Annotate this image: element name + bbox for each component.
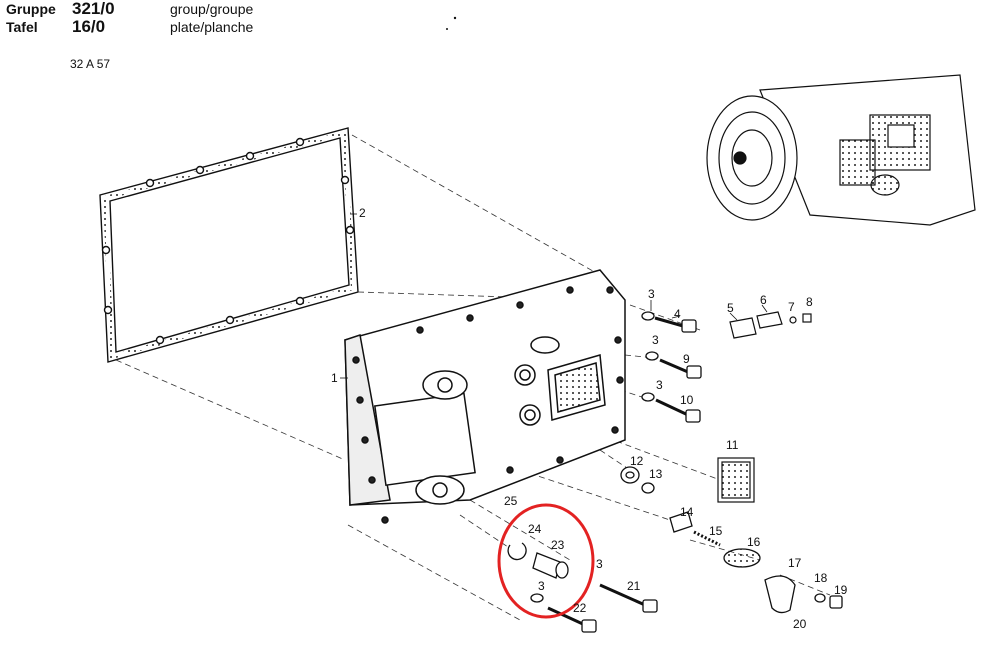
drawing-code: 32 A 57	[70, 57, 111, 71]
leader-lines	[340, 213, 768, 379]
bolt-10	[641, 392, 701, 423]
callout-11: 11	[726, 438, 739, 452]
bolt-9	[645, 351, 702, 379]
plug-parts-12-13	[620, 466, 655, 494]
callout-4: 4	[674, 307, 681, 321]
callout-3: 3	[648, 287, 655, 301]
group-value: 321/0	[72, 0, 115, 18]
callout-2: 2	[359, 206, 366, 220]
callout-19: 19	[834, 583, 848, 597]
callout-14: 14	[680, 505, 694, 519]
bolt-22	[547, 606, 597, 633]
stray-dot	[453, 16, 457, 20]
plate-row: Tafel 16/0 plate/planche	[6, 18, 253, 36]
gasket-part	[99, 127, 359, 363]
housing-part	[344, 269, 626, 524]
callout-5: 5	[727, 301, 734, 315]
stray-dot	[446, 28, 448, 30]
transmission-illustration	[706, 74, 976, 226]
bolt-4	[641, 311, 697, 333]
callout-9: 9	[683, 352, 690, 366]
callout-7: 7	[788, 300, 795, 314]
callout-10: 10	[680, 393, 694, 407]
callout-20: 20	[793, 617, 807, 631]
callout-12: 12	[630, 454, 644, 468]
callout-8: 8	[806, 295, 813, 309]
callout-3: 3	[656, 378, 663, 392]
callout-16: 16	[747, 535, 761, 549]
group-row: Gruppe 321/0 group/groupe	[6, 0, 253, 18]
callout-1: 1	[331, 371, 338, 385]
highlight-circle	[497, 503, 595, 619]
sensor-23-bracket-24	[507, 542, 569, 603]
label-plate-11	[717, 457, 755, 503]
callout-24: 24	[528, 522, 542, 536]
plate-value: 16/0	[72, 17, 106, 36]
callout-labels: 1 2 3 3 3 3 3 4 5 6 7 8 9 10 11 12 13 14…	[331, 206, 848, 631]
callout-3: 3	[596, 557, 603, 571]
bracket-parts-5-8	[729, 311, 812, 339]
callout-23: 23	[551, 538, 565, 552]
callout-6: 6	[760, 293, 767, 307]
bolt-21	[599, 583, 658, 613]
group-desc: group/groupe	[170, 1, 254, 17]
callout-22: 22	[573, 601, 587, 615]
callout-25: 25	[504, 494, 518, 508]
callout-3: 3	[652, 333, 659, 347]
plate-label: Tafel	[6, 19, 38, 35]
callout-3: 3	[538, 579, 545, 593]
callout-18: 18	[814, 571, 828, 585]
flange-parts-16-20	[723, 548, 843, 614]
sensor-14-spring-15	[669, 511, 721, 547]
plate-desc: plate/planche	[170, 19, 254, 35]
callout-15: 15	[709, 524, 723, 538]
callout-17: 17	[788, 556, 802, 570]
callout-21: 21	[627, 579, 641, 593]
group-label: Gruppe	[6, 1, 56, 17]
header-block: Gruppe 321/0 group/groupe Tafel 16/0 pla…	[6, 0, 253, 36]
callout-13: 13	[649, 467, 663, 481]
